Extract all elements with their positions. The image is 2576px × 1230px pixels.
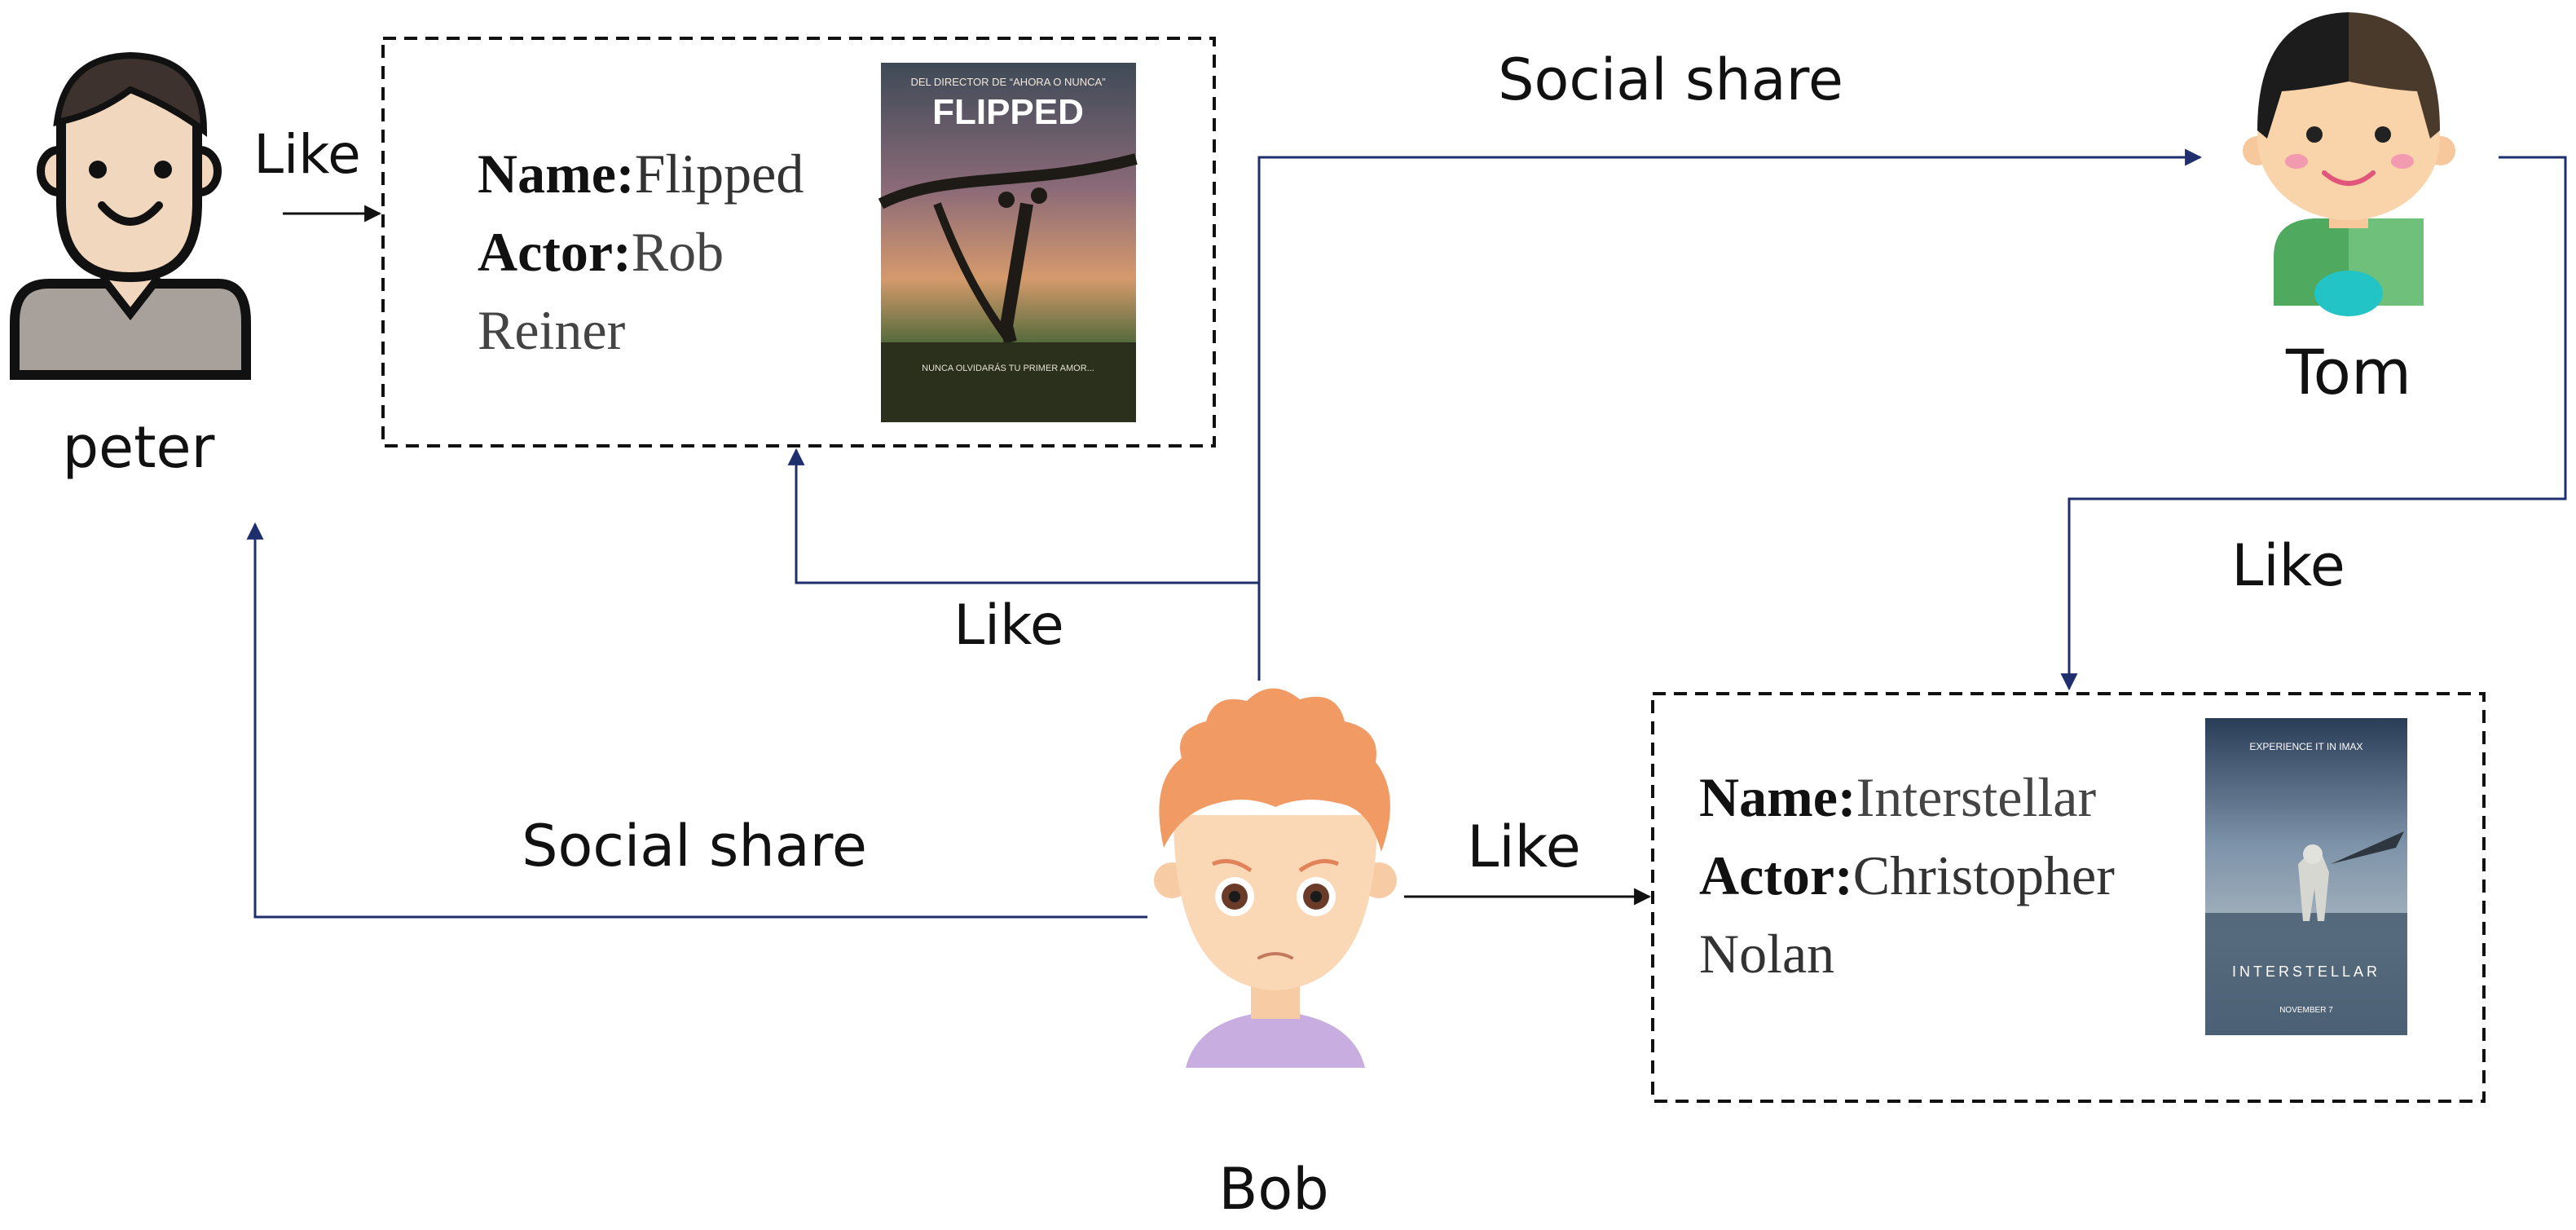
arrow-bob-social-share-peter xyxy=(246,522,1147,919)
tom-avatar-icon xyxy=(2243,12,2455,316)
bob-avatar-icon xyxy=(1154,688,1397,1068)
interstellar-card-text: Name:Interstellar Actor:Christopher Nola… xyxy=(1699,758,2188,993)
interstellar-poster: EXPERIENCE IT IN IMAX INTERSTELLAR NOVEM… xyxy=(2205,718,2407,1035)
person-label-bob: Bob xyxy=(1218,1156,1328,1223)
movie-card-interstellar xyxy=(1651,692,2486,1103)
edge-label-tom-like: Like xyxy=(2231,532,2345,599)
flipped-poster: DEL DIRECTOR DE “AHORA O NUNCA” FLIPPED … xyxy=(878,63,1138,422)
flipped-name-value: Flipped xyxy=(634,143,804,205)
movie-card-flipped xyxy=(381,37,1216,447)
peter-avatar-icon xyxy=(10,51,251,380)
flipped-name-key: Name: xyxy=(478,143,635,205)
flipped-poster-title: FLIPPED xyxy=(932,92,1084,132)
interstellar-poster-tagline: EXPERIENCE IT IN IMAX xyxy=(2249,741,2362,752)
person-label-peter: peter xyxy=(63,414,215,481)
interstellar-actor-value: Christopher Nolan xyxy=(1699,844,2115,985)
edge-label-peter-like: Like xyxy=(253,123,361,186)
flipped-actor-value: Rob Reiner xyxy=(478,221,724,361)
interstellar-name-key: Name: xyxy=(1699,766,1856,828)
flipped-card-text: Name:Flipped Actor:Rob Reiner xyxy=(478,134,861,369)
flipped-actor-key: Actor: xyxy=(478,221,632,283)
interstellar-poster-title: INTERSTELLAR xyxy=(2232,963,2380,980)
interstellar-poster-date: NOVEMBER 7 xyxy=(2279,1006,2333,1015)
interstellar-actor-key: Actor: xyxy=(1699,844,1853,906)
flipped-poster-tagline: DEL DIRECTOR DE “AHORA O NUNCA” xyxy=(910,76,1105,88)
edge-label-social-share-tom: Social share xyxy=(1498,46,1843,113)
edge-label-bob-like-flipped: Like xyxy=(953,593,1064,658)
person-label-tom: Tom xyxy=(2285,336,2411,408)
arrow-bob-social-share-tom xyxy=(1257,148,2203,681)
arrow-tom-like xyxy=(2060,156,2567,691)
flipped-poster-tagline-bottom: NUNCA OLVIDARÁS TU PRIMER AMOR... xyxy=(922,363,1094,373)
edge-label-bob-like-interstellar: Like xyxy=(1467,813,1581,880)
interstellar-name-value: Interstellar xyxy=(1856,766,2097,828)
arrow-bob-like-flipped xyxy=(787,447,1259,584)
edge-label-social-share-peter: Social share xyxy=(522,813,867,880)
